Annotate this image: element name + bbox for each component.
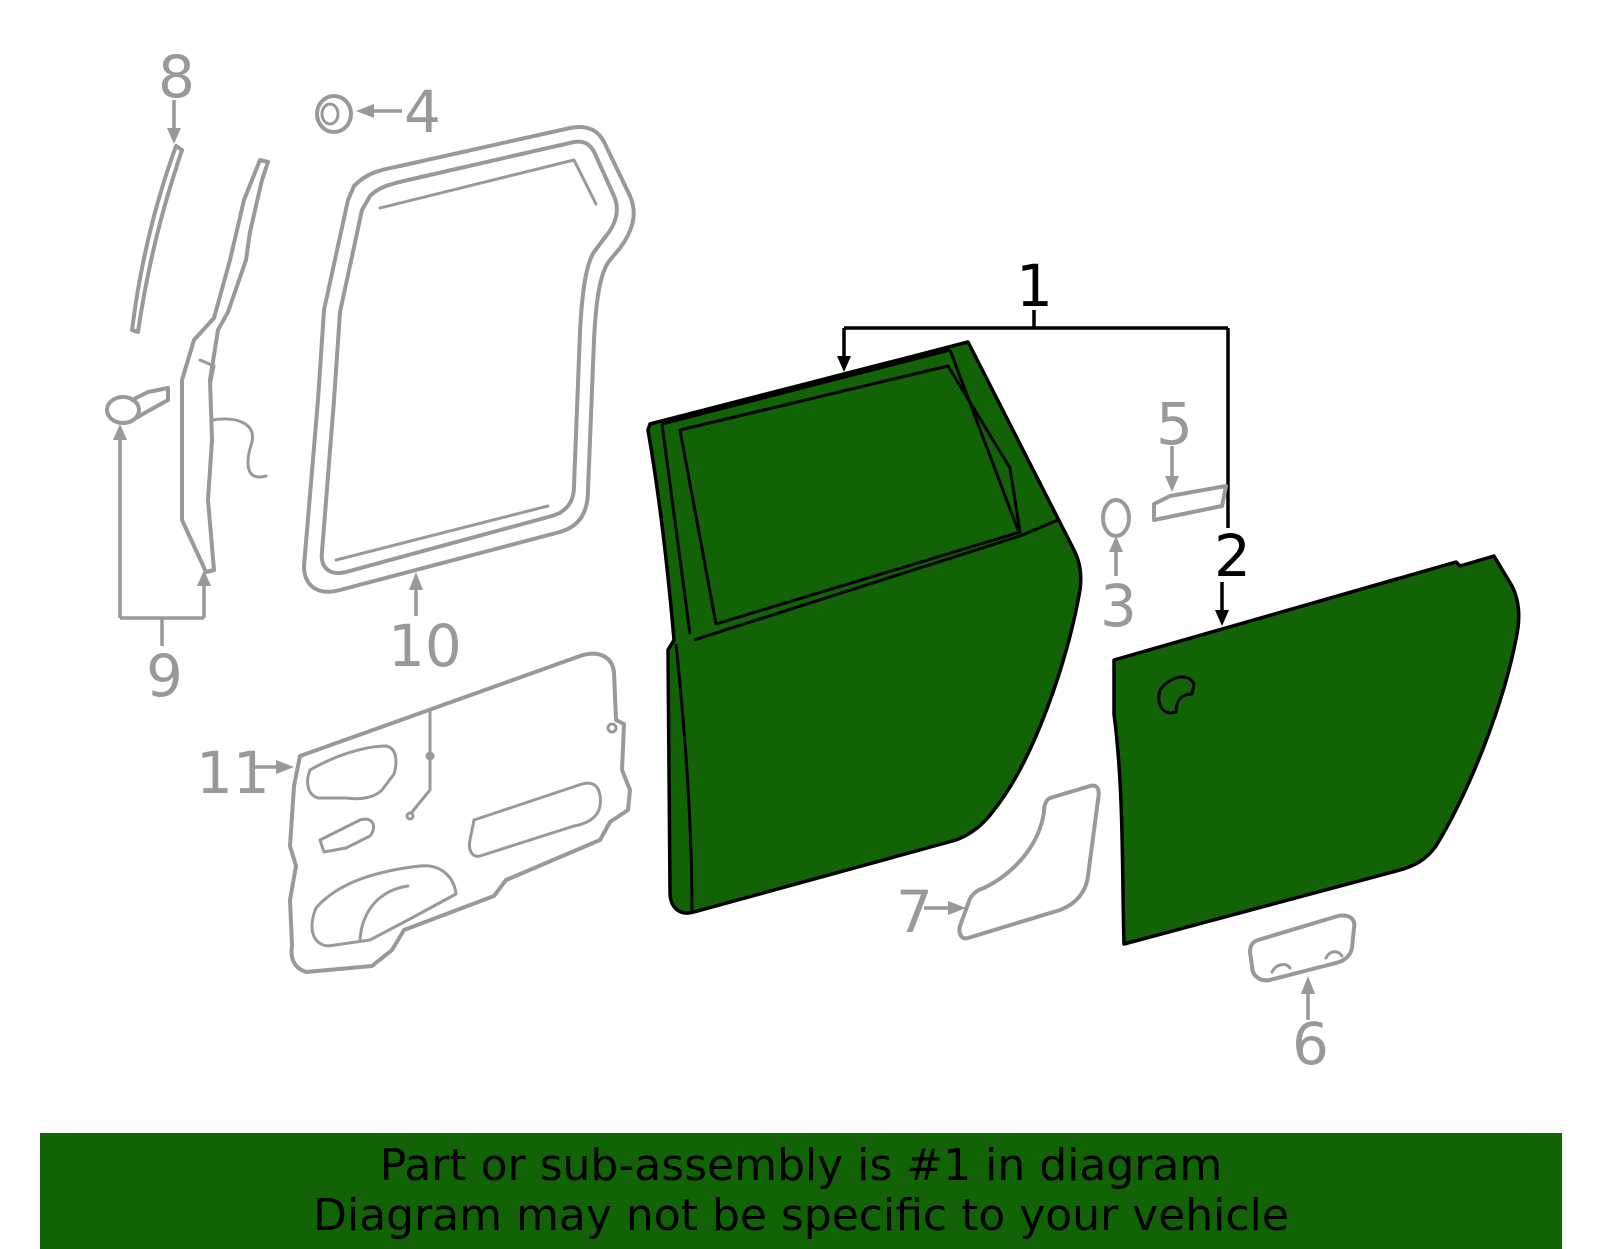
callout-9-bracket xyxy=(113,424,211,646)
callout-2: 2 xyxy=(1214,522,1251,590)
part-11-trim-panel xyxy=(288,651,632,974)
part-2-outer-panel xyxy=(1112,554,1521,946)
callout-8-leader xyxy=(167,100,181,144)
callout-9: 9 xyxy=(146,642,183,710)
part-9-run-channel xyxy=(180,158,270,574)
banner-line-1: Part or sub-assembly is #1 in diagram xyxy=(379,1140,1223,1191)
callout-1: 1 xyxy=(1016,252,1053,320)
part-5-pad xyxy=(1152,446,1228,522)
callout-10-leader xyxy=(409,572,423,616)
callout-6: 6 xyxy=(1292,1010,1329,1078)
part-4-nut xyxy=(315,94,402,134)
callout-8: 8 xyxy=(158,43,195,111)
part-10-weatherstrip xyxy=(302,125,636,594)
callout-7: 7 xyxy=(896,878,933,946)
callout-11-leader xyxy=(252,760,294,774)
callout-5: 5 xyxy=(1156,390,1193,458)
callout-1-bracket xyxy=(837,310,1230,528)
disclaimer-banner: Part or sub-assembly is #1 in diagram Di… xyxy=(40,1133,1562,1249)
callout-10: 10 xyxy=(388,612,462,680)
banner-line-2: Diagram may not be specific to your vehi… xyxy=(313,1190,1289,1241)
part-8-belt-molding xyxy=(130,144,184,334)
callout-11: 11 xyxy=(196,739,270,807)
part-1-door-assembly xyxy=(646,340,1083,915)
part-6-pad xyxy=(1248,913,1357,1020)
callout-4: 4 xyxy=(404,78,441,146)
part-9-clip xyxy=(105,386,170,425)
callout-3: 3 xyxy=(1100,572,1137,640)
part-3-plug xyxy=(1101,498,1131,576)
part-7-insulator xyxy=(924,783,1101,941)
callout-2-leader xyxy=(1215,582,1229,626)
